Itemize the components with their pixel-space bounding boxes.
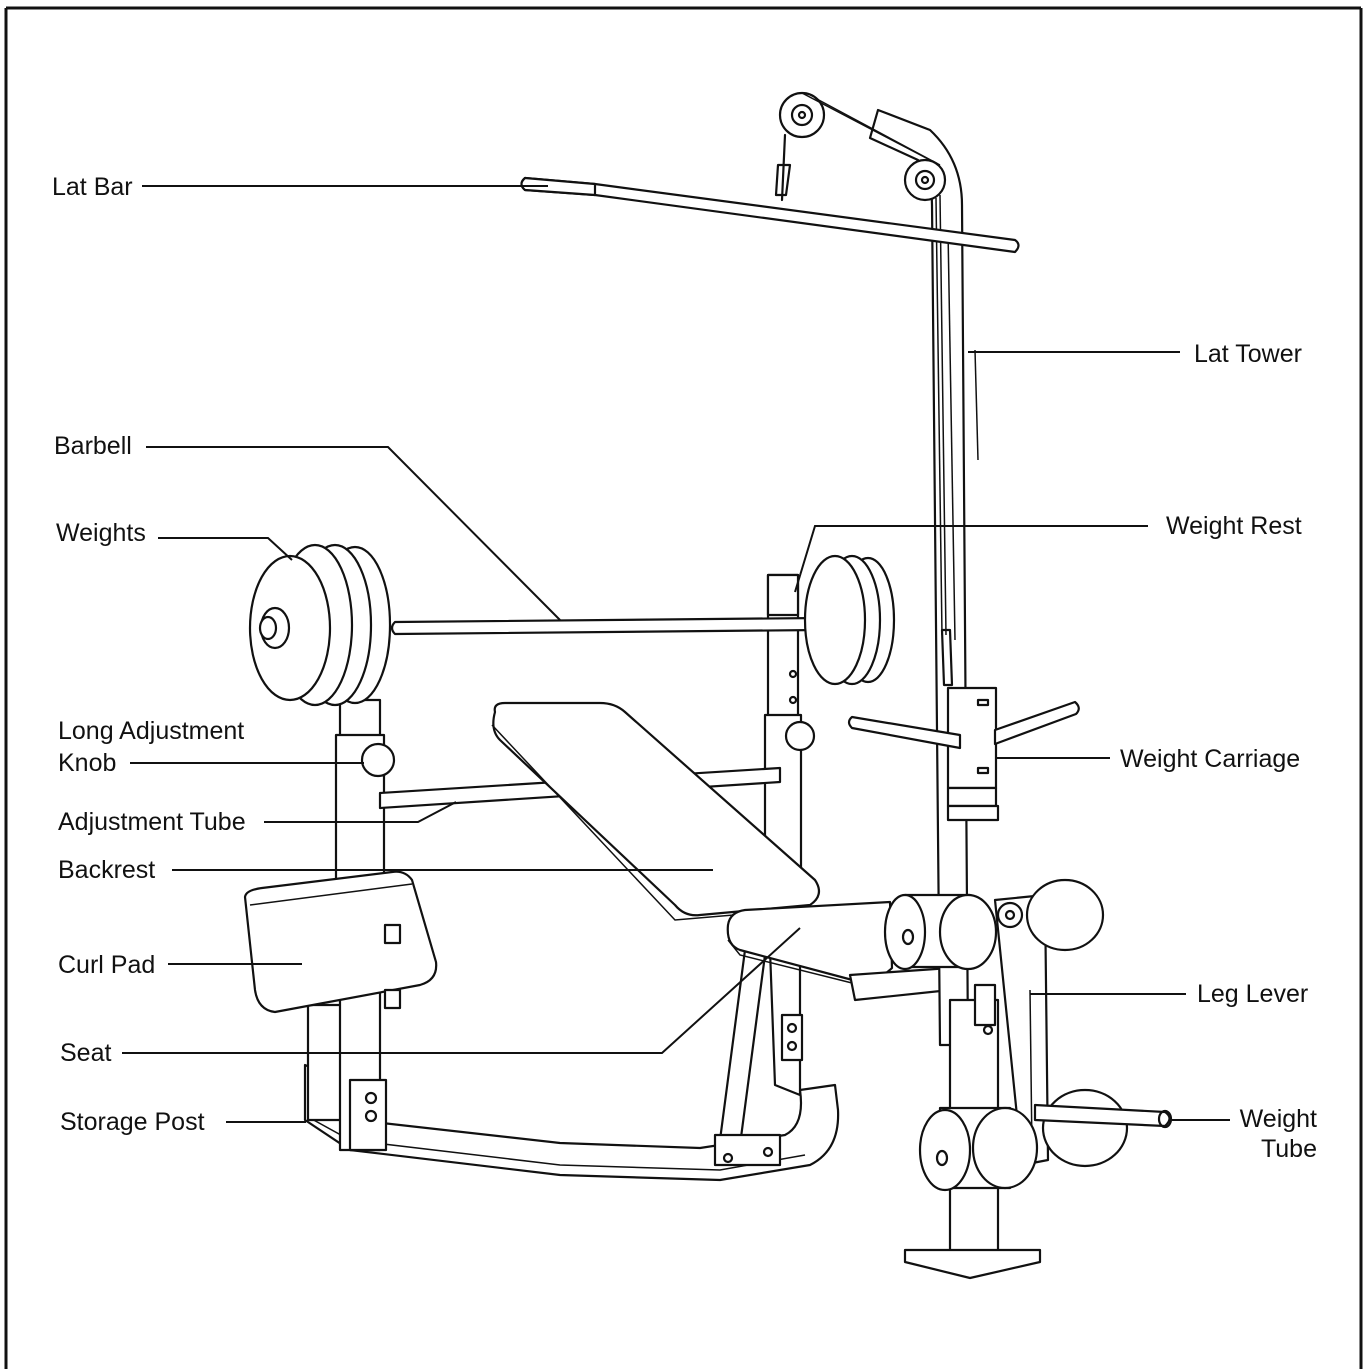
label-storage-post: Storage Post [60, 1108, 205, 1136]
leader-weight-rest [794, 525, 1148, 593]
bench-illustration [243, 91, 1173, 1280]
leader-weights [158, 537, 293, 561]
seat-supports [713, 948, 804, 1167]
label-weight-tube-line2: Tube [1261, 1135, 1317, 1163]
leader-adjustment-tube [264, 801, 457, 823]
label-leg-lever: Leg Lever [1197, 980, 1308, 1008]
weights-right [766, 554, 896, 686]
label-barbell: Barbell [54, 432, 132, 460]
pulley-system [774, 91, 954, 687]
leader-seat [122, 927, 801, 1054]
label-adjustment-tube: Adjustment Tube [58, 808, 246, 836]
label-seat: Seat [60, 1039, 111, 1067]
curl-pad [243, 870, 438, 1014]
part-labels: Lat Bar Lat Tower Barbell Weights Weight… [52, 173, 1317, 1163]
leader-lines [122, 185, 1230, 1123]
leg-lever [883, 878, 1173, 1192]
barbell-bar [390, 616, 822, 636]
leader-barbell [146, 446, 561, 621]
label-long-adjustment-knob-line1: Long Adjustment [58, 717, 244, 745]
weight-carriage [847, 686, 1080, 822]
label-weight-carriage: Weight Carriage [1120, 745, 1300, 773]
label-weights: Weights [56, 519, 146, 547]
page-frame [4, 6, 1363, 1369]
weights-left [248, 543, 392, 707]
label-weight-rest: Weight Rest [1166, 512, 1302, 540]
label-curl-pad: Curl Pad [58, 951, 155, 979]
label-long-adjustment-knob-line2: Knob [58, 749, 116, 777]
seat [726, 900, 952, 1002]
label-weight-tube-line1: Weight [1240, 1105, 1317, 1133]
label-lat-tower: Lat Tower [1194, 340, 1302, 368]
label-lat-bar: Lat Bar [52, 173, 133, 201]
adjustment-knobs [360, 720, 816, 778]
label-backrest: Backrest [58, 856, 155, 884]
lat-bar [520, 176, 1020, 254]
